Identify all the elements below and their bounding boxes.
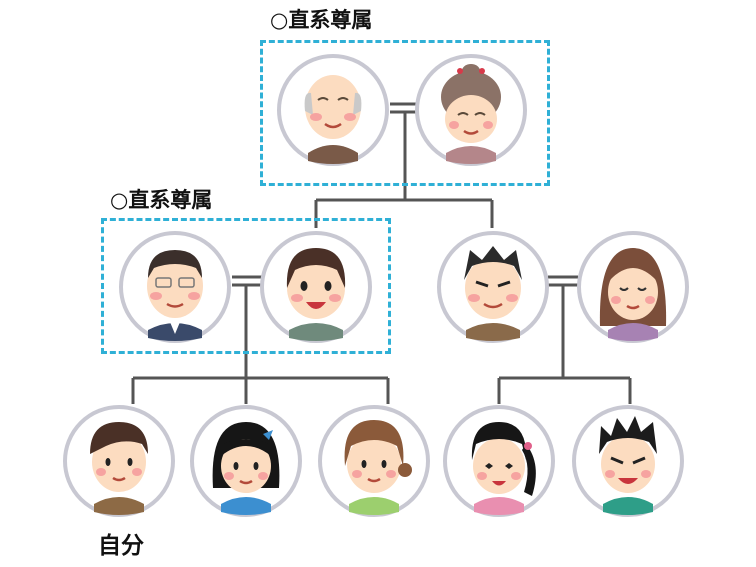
sister2-avatar-icon (318, 405, 430, 517)
parents-group-box (101, 218, 391, 354)
aunt-avatar-icon (577, 231, 689, 343)
grandmother-avatar-icon (415, 54, 527, 166)
mother-avatar (259, 230, 373, 344)
cousin-girl-avatar-icon (443, 405, 555, 517)
cousin-boy-avatar (571, 404, 685, 518)
father-avatar (118, 230, 232, 344)
mother-avatar-icon (260, 231, 372, 343)
grandparents-group-label: ○直系尊属 (270, 8, 373, 32)
uncle-avatar-icon (437, 231, 549, 343)
self-label: 自分 (98, 533, 144, 559)
uncle-avatar (436, 230, 550, 344)
parents-group-label: ○直系尊属 (110, 188, 213, 212)
cousin-girl-avatar (442, 404, 556, 518)
grandparents-group-box (260, 40, 550, 186)
sister-2-avatar (317, 404, 431, 518)
aunt-avatar (576, 230, 690, 344)
grandfather-avatar-icon (277, 54, 389, 166)
grandfather-avatar (276, 53, 390, 167)
cousin-boy-avatar-icon (572, 405, 684, 517)
father-avatar-icon (119, 231, 231, 343)
self-avatar (62, 404, 176, 518)
sister-avatar (189, 404, 303, 518)
sister-avatar-icon (190, 405, 302, 517)
grandmother-avatar (414, 53, 528, 167)
self-avatar-icon (63, 405, 175, 517)
